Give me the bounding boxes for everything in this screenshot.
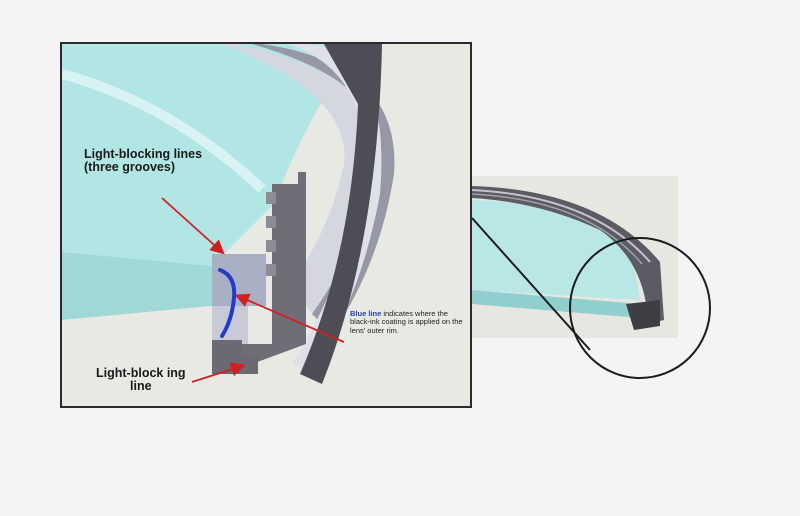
lens-highlight [62,69,266,193]
groove-tooth [266,240,276,252]
blue-line-note: Blue line indicates where the black-ink … [350,309,468,335]
overview-lens-edge [472,290,640,318]
blue-line-description: indicates where the black-ink coating is… [350,309,463,335]
rim-outer-shell [300,44,382,384]
label-light-blocking-grooves: Light-blocking lines (three grooves) [84,147,203,175]
overview-rim-ring [471,193,643,265]
zoom-connector-line [471,217,591,351]
bottom-light-blocking-lip [212,340,258,374]
groove-tooth [266,216,276,228]
cross-section-drawing [62,44,395,406]
lens-front-face [62,252,212,320]
light-blocking-grooves [266,192,276,276]
arrow-to-bottom-line [191,362,246,383]
zoom-circle [569,237,711,379]
zoomed-cross-section: Light-blocking lines (three grooves) Lig… [60,42,472,408]
overview-rim-ring [471,189,651,263]
lens-edge-insert [212,254,266,306]
label-light-blocking-line: Light-block ing line [96,366,186,394]
groove-tooth [266,264,276,276]
blue-line-term: Blue line [350,309,382,318]
arrow-to-blue-line [234,293,345,343]
overview-rim-section [626,300,660,330]
groove-tooth [266,192,276,204]
overview-rim [472,186,664,324]
arrow-to-grooves [161,197,225,255]
blue-ink-line [218,268,237,338]
